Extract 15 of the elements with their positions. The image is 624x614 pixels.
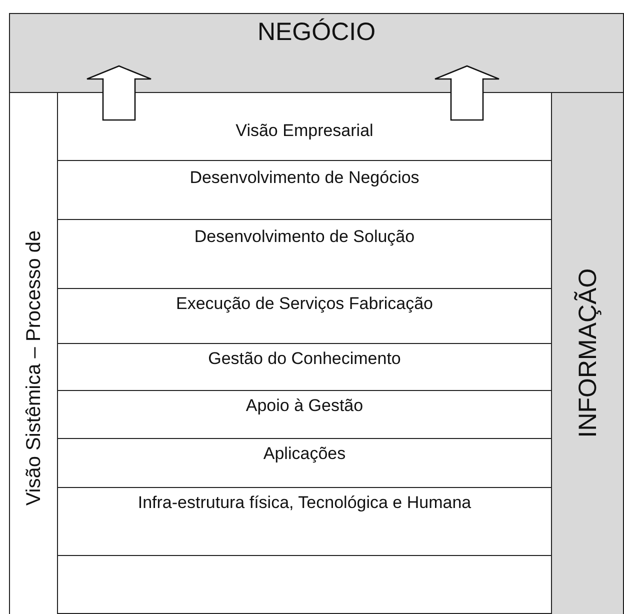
layer-label: Execução de Serviços Fabricação [174, 294, 434, 314]
vertical-label: INFORMAÇÃO [572, 267, 602, 440]
heading: NEGÓCIO [256, 18, 377, 47]
layer-label: Desenvolvimento de Negócios [188, 168, 420, 188]
block-arrow [86, 65, 152, 121]
block-arrow [434, 65, 500, 121]
side-column [551, 92, 624, 614]
header-band [9, 13, 624, 93]
layer-label: Desenvolvimento de Solução [193, 227, 416, 247]
layer-label: Visão Empresarial [234, 121, 374, 141]
layer-label: Infra-estrutura física, Tecnológica e Humana [136, 493, 472, 513]
layer-label: Aplicações [262, 444, 347, 464]
layer-label: Apoio à Gestão [244, 396, 364, 416]
vertical-label: Visão Sistêmica – Processo de [22, 229, 46, 508]
layer-label: Gestão do Conhecimento [207, 349, 402, 369]
